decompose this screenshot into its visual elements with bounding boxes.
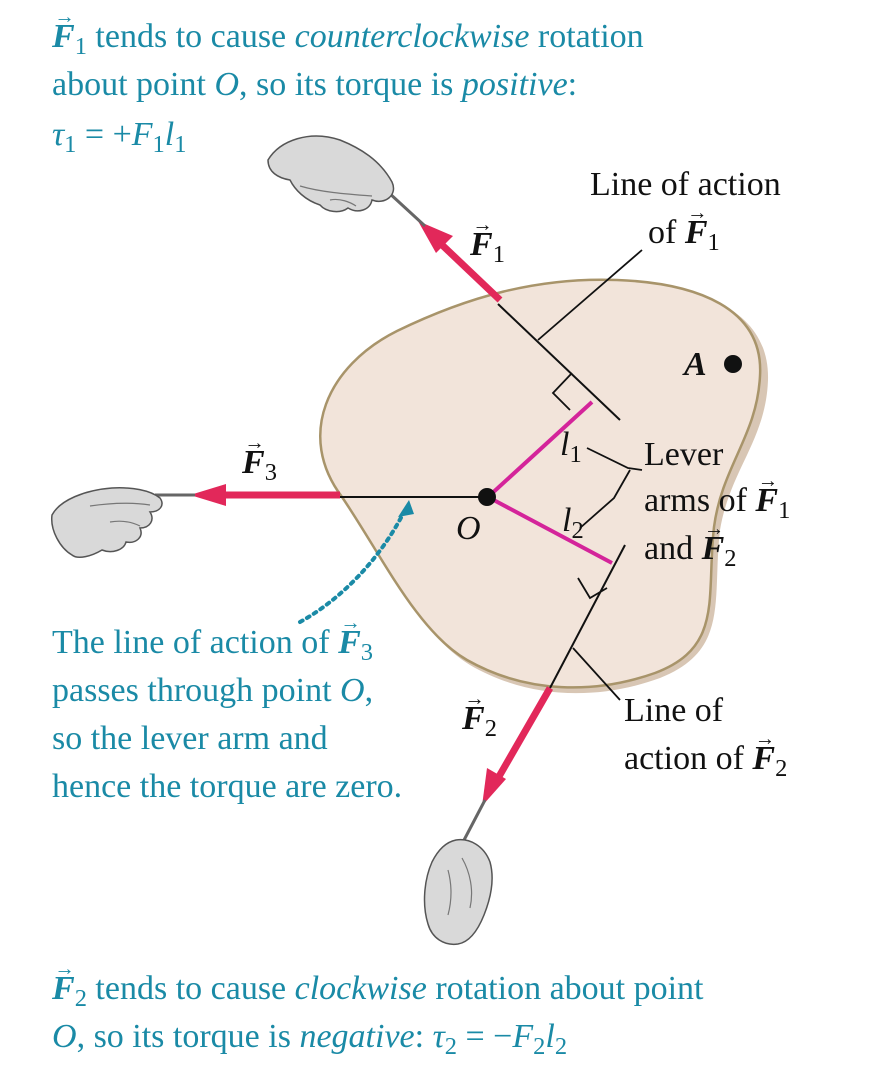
force-arrowhead-f3 (190, 484, 226, 506)
hand-f3-icon (51, 487, 163, 558)
f3-pointer-dotted (298, 508, 407, 624)
top-caption-line-2: about point O, so its torque is positive… (52, 66, 578, 103)
lever-arm-l2-label: l2 (562, 502, 584, 544)
lever-arms-label-3: and →F2 (644, 518, 737, 572)
lever-arm-label-leader-2 (579, 469, 631, 529)
lever-arms-label-1: Lever (644, 436, 724, 473)
force-arrowhead-f1 (418, 221, 453, 253)
line-of-action-f2 (549, 544, 626, 689)
force-arrow-f2 (493, 686, 554, 782)
f3-pointer-arrowhead (398, 500, 414, 517)
hand-f1-icon (267, 135, 395, 213)
line-of-action-f2-label-2: action of →F2 (624, 728, 788, 782)
point-a (724, 355, 742, 373)
lever-arms-label-2: arms of →F1 (644, 470, 791, 524)
rope-f1 (386, 190, 427, 228)
point-o (478, 488, 496, 506)
bottom-caption-line-1: →F2 tends to cause clockwise rotation ab… (52, 958, 704, 1012)
bottom-caption-line-2: O, so its torque is negative: τ2 = −F2l2 (52, 1018, 568, 1060)
f3-caption-line-4: hence the torque are zero. (52, 768, 403, 805)
line-of-action-f1-label-2: of →F1 (648, 202, 720, 256)
line-of-action-f1 (497, 303, 621, 421)
lever-arm-label-leader-1 (586, 447, 643, 471)
lever-arm-l1 (486, 400, 594, 499)
right-angle-marker-f2 (577, 577, 608, 600)
f3-caption-line-2: passes through point O, (52, 672, 374, 709)
lever-arm-l1-label: l1 (560, 426, 582, 468)
force-label-f2: →F2 (462, 688, 497, 742)
rigid-body (319, 278, 762, 689)
f3-caption-line-3: so the lever arm and (52, 720, 328, 757)
top-caption-line-1: →F1 tends to cause counterclockwise rota… (52, 6, 644, 60)
line-of-action-f1-leader (537, 249, 643, 341)
force-label-f1: →F1 (470, 214, 505, 268)
point-a-label: A (684, 346, 707, 383)
f1-symbol: →F (52, 6, 75, 55)
point-o-label: O (456, 510, 481, 547)
lever-arm-l2 (487, 495, 613, 565)
right-angle-marker-f1 (551, 372, 573, 411)
force-arrowhead-f2 (482, 768, 506, 806)
top-caption-equation: τ1 = +F1l1 (52, 116, 187, 158)
line-of-action-f2-label-1: Line of (624, 692, 724, 729)
line-of-action-f1-label-1: Line of action (590, 166, 781, 203)
hand-f2-icon (423, 838, 493, 946)
rope-f2 (461, 799, 487, 843)
force-label-f3: →F3 (242, 432, 277, 486)
force-arrow-f1 (437, 240, 503, 303)
line-of-action-f2-leader (572, 647, 621, 701)
f3-caption-line-1: The line of action of →F3 (52, 612, 373, 666)
